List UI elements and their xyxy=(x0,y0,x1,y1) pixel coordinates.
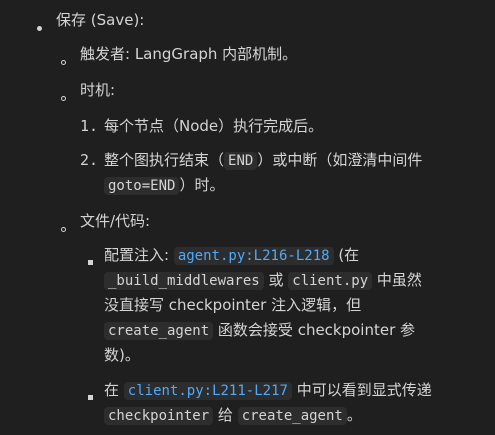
inline-code: create_agent xyxy=(237,407,347,425)
file-item-1-line-4: create_agent 函数会接受 checkpointer 参 xyxy=(104,320,415,341)
timing-label: 时机: xyxy=(80,81,116,99)
bullet-ring-icon xyxy=(61,87,66,105)
bullet-square-icon xyxy=(88,251,93,269)
inline-code: _build_middlewares xyxy=(104,272,264,290)
step-1-text: 每个节点（Node）执行完成后。 xyxy=(104,117,324,135)
file-item-2-line-1: 在 client.py:L211-L217 中可以看到显式传递 xyxy=(104,381,432,400)
file-link[interactable]: agent.py:L216-L218 xyxy=(173,247,334,265)
inline-code: END xyxy=(224,152,258,170)
bullet-ring-icon xyxy=(61,51,66,69)
trigger-line: 触发者: LangGraph 内部机制。 xyxy=(80,44,297,64)
file-item-1-line-2: _build_middlewares 或 client.py 中虽然 xyxy=(104,270,422,291)
step-2-line-2: goto=END）时。 xyxy=(104,175,224,196)
inline-code: checkpointer xyxy=(104,407,214,425)
trigger-text: 触发者: LangGraph 内部机制。 xyxy=(80,45,298,63)
files-label: 文件/代码: xyxy=(80,212,151,230)
file-item-1-line-3: 没直接写 checkpointer 注入逻辑，但 xyxy=(104,296,362,314)
inline-code: goto=END xyxy=(104,177,180,195)
save-title: 保存 (Save): xyxy=(56,10,144,30)
step-2-line-1: 整个图执行结束（END）或中断（如澄清中间件 xyxy=(104,151,423,170)
inline-code: create_agent xyxy=(104,322,214,340)
file-link[interactable]: client.py:L211-L217 xyxy=(123,382,292,400)
save-title-text: 保存 (Save): xyxy=(56,11,145,29)
bullet-ring-icon xyxy=(61,218,66,236)
step-number: 1. xyxy=(80,117,99,135)
inline-code: client.py xyxy=(288,272,373,290)
step-number: 2. xyxy=(80,151,99,169)
bullet-square-icon xyxy=(88,386,93,404)
file-item-1-line-1: 配置注入: agent.py:L216-L218 (在 xyxy=(104,246,360,265)
file-item-1-line-5: 数)。 xyxy=(104,346,140,364)
bullet-dot-icon xyxy=(37,17,42,35)
file-item-2-line-2: checkpointer 给 create_agent。 xyxy=(104,405,362,426)
